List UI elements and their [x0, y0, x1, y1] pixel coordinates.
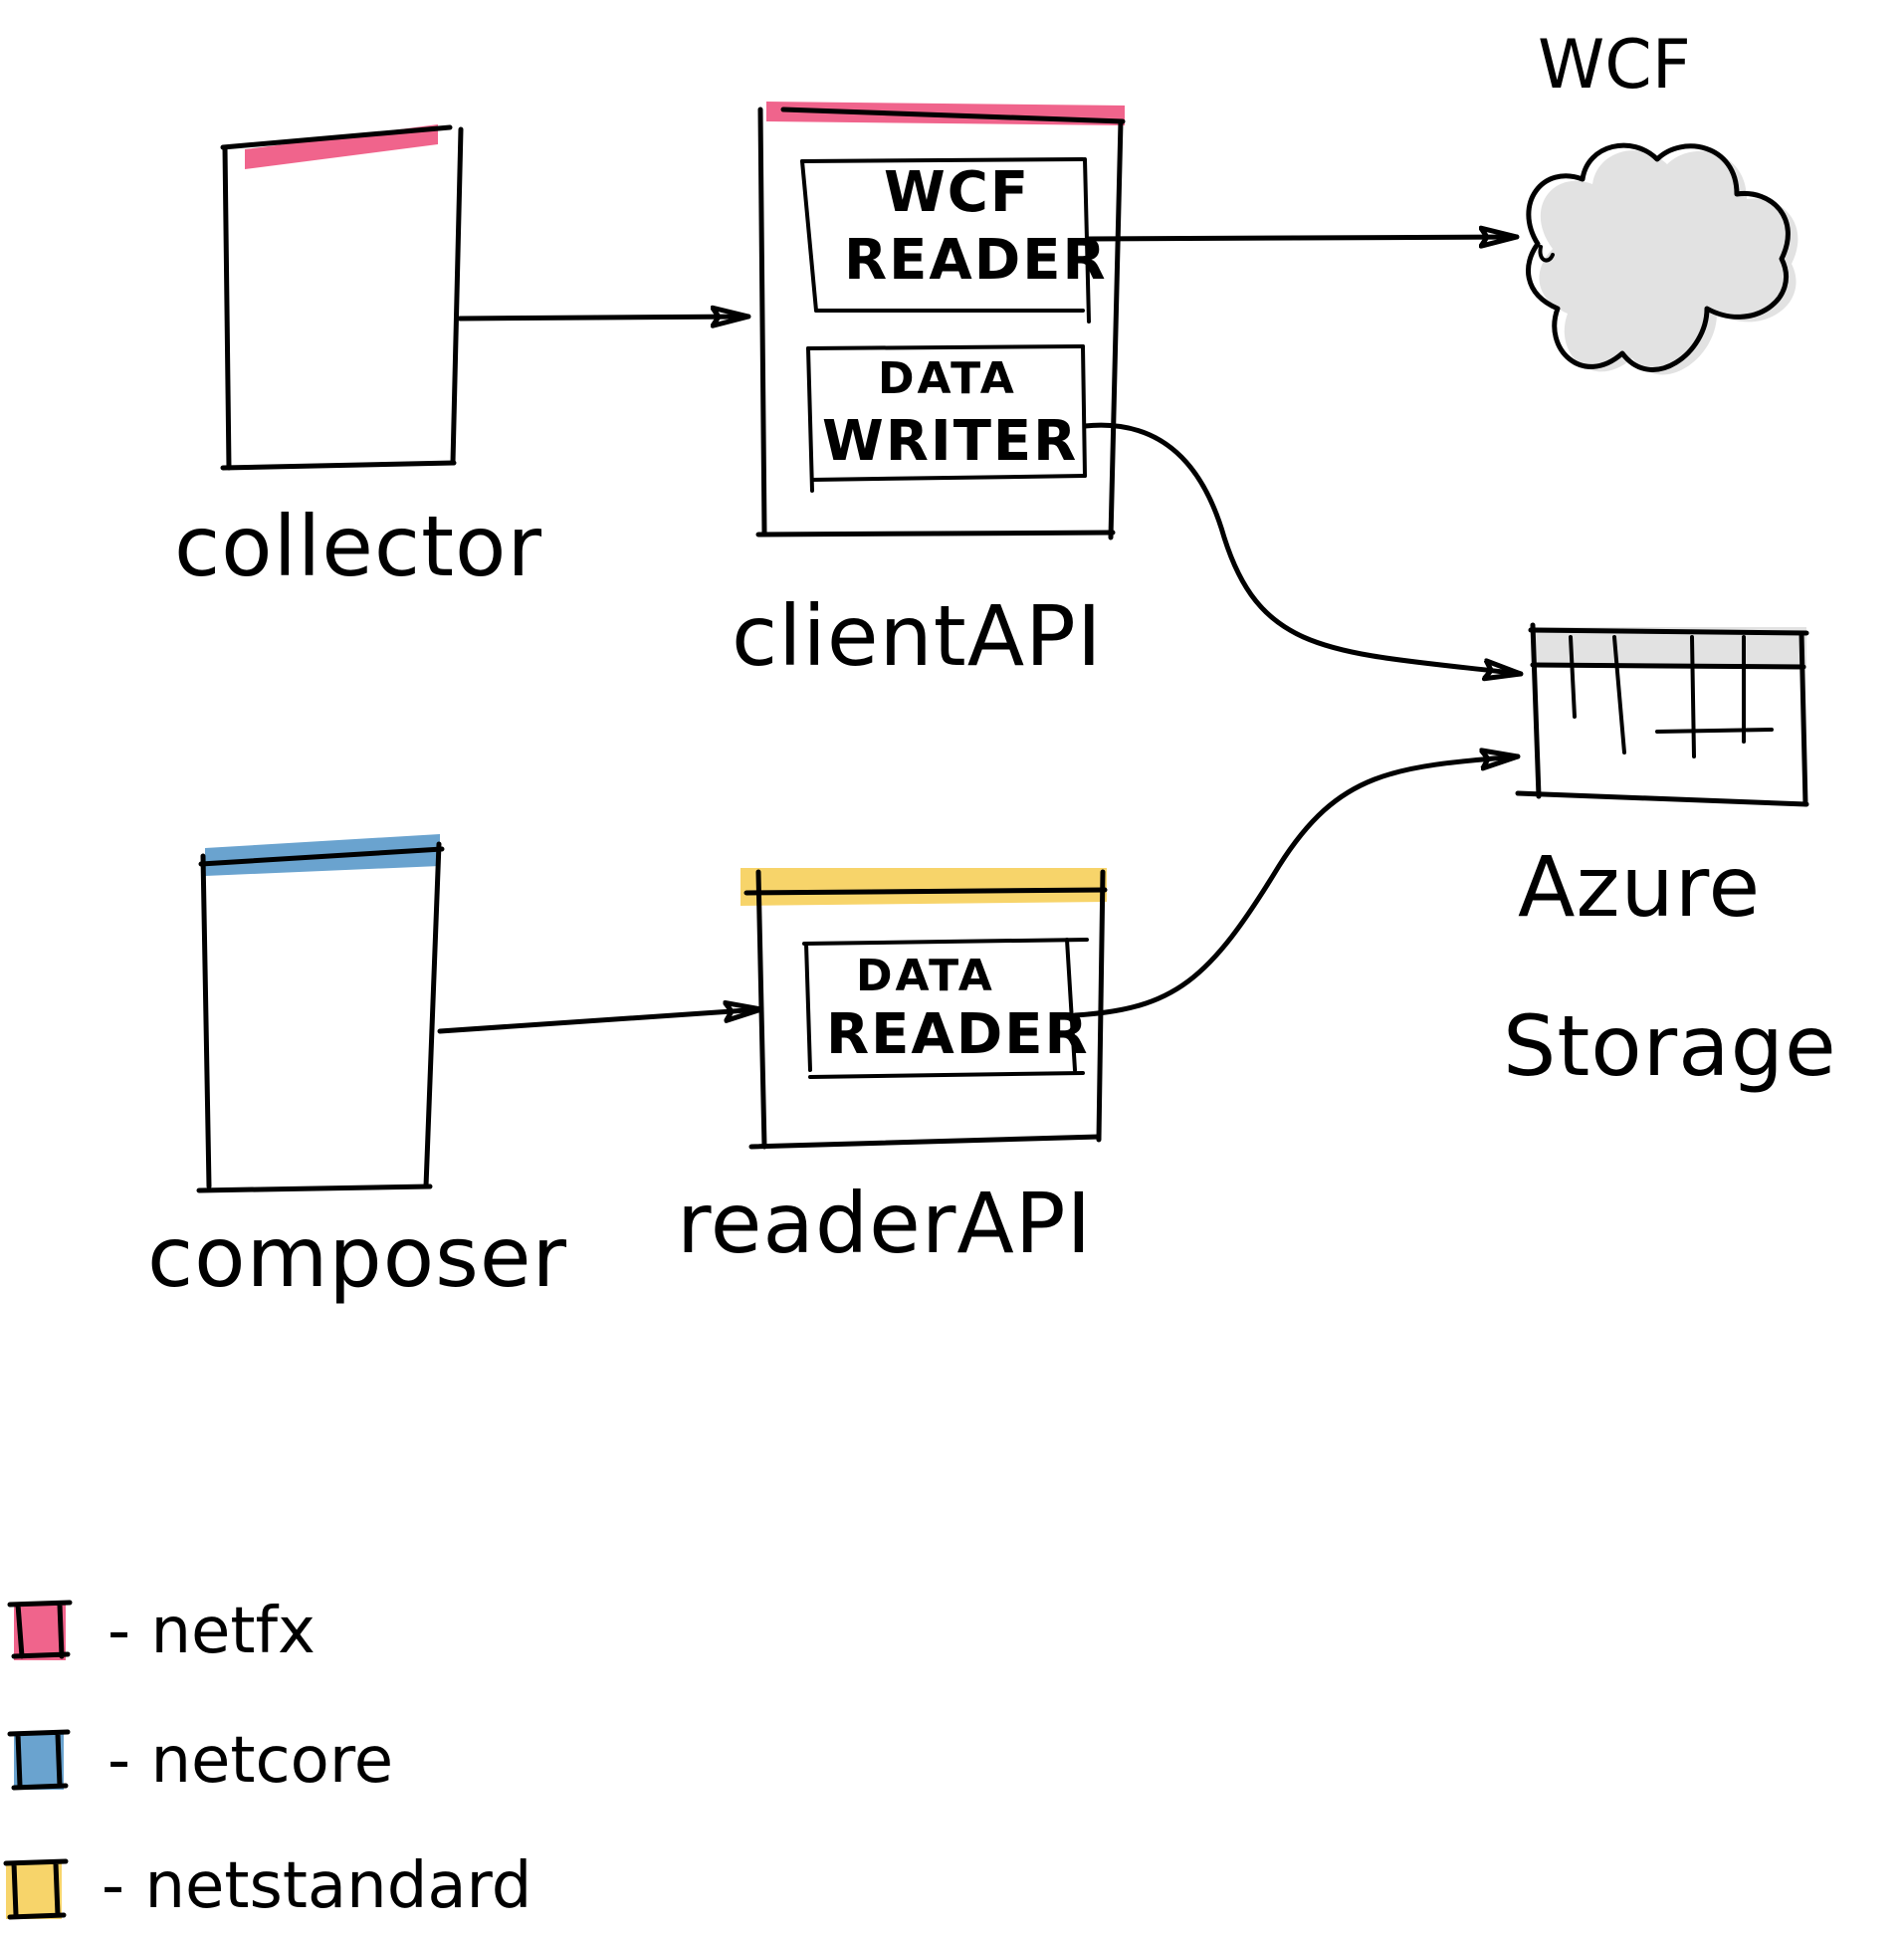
data-writer-line2: WRITER [822, 409, 1078, 474]
collector-node: collector [174, 124, 542, 595]
azure-label-line2: Storage [1503, 997, 1837, 1095]
legend: - netfx - netcore - netstandard [3, 1595, 531, 1923]
arrow-wcf-reader-to-wcf [1086, 237, 1520, 239]
collector-label: collector [174, 498, 542, 595]
reader-api-label: readerAPI [677, 1175, 1092, 1272]
legend-item-netcore: - netcore [7, 1724, 393, 1798]
arrow-data-reader-to-azure [1072, 756, 1521, 1018]
data-writer-box: DATA WRITER [806, 344, 1087, 493]
legend-item-netstandard: - netstandard [3, 1849, 531, 1923]
arrow-collector-to-client-api [457, 317, 751, 319]
client-api-label: clientAPI [732, 587, 1103, 685]
composer-node: composer [147, 834, 567, 1306]
arrow-composer-to-reader-api [437, 1009, 764, 1034]
client-api-node: WCF READER DATA WRITER clientAPI [732, 102, 1126, 685]
data-reader-box: DATA READER [802, 938, 1090, 1079]
cloud-icon [1525, 142, 1791, 372]
legend-label-netstandard: - netstandard [102, 1849, 531, 1923]
wcf-reader-line2: READER [844, 228, 1108, 293]
storage-header-shade [1533, 627, 1806, 669]
legend-item-netfx: - netfx [7, 1595, 316, 1668]
composer-label: composer [147, 1208, 567, 1306]
cloud-shadow [1539, 150, 1798, 375]
azure-storage-node: Azure Storage [1503, 622, 1837, 1095]
azure-label-line1: Azure [1518, 838, 1761, 936]
legend-swatch-netcore [14, 1734, 64, 1790]
data-reader-line2: READER [826, 1002, 1090, 1067]
legend-label-netcore: - netcore [107, 1724, 393, 1798]
reader-api-netstandard-bar [740, 868, 1107, 906]
data-reader-line1: DATA [856, 951, 995, 1001]
wcf-node: WCF [1525, 26, 1798, 375]
legend-label-netfx: - netfx [107, 1595, 316, 1668]
data-writer-line1: DATA [878, 353, 1017, 404]
reader-api-node: DATA READER readerAPI [677, 868, 1108, 1272]
collector-netfx-bar [245, 124, 438, 169]
wcf-reader-line1: WCF [884, 160, 1030, 225]
arrow-data-writer-to-azure [1082, 422, 1524, 674]
wcf-reader-box: WCF READER [800, 157, 1108, 323]
wcf-label: WCF [1538, 26, 1691, 105]
